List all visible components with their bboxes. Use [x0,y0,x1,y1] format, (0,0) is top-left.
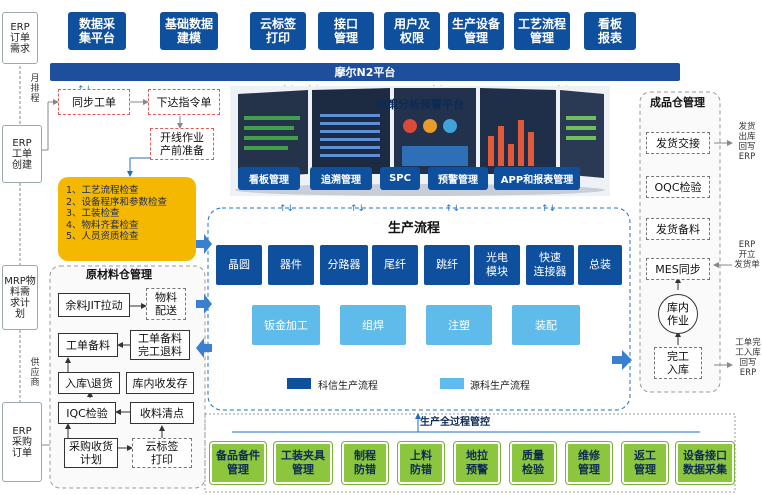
sync-work-order[interactable]: 同步工单 [58,89,130,115]
in-stock-transactions[interactable]: 库内收发存 [126,372,194,394]
app-report-button[interactable]: APP和报表管理 [494,167,580,190]
finished-warehouse-title: 成品仓管理 [650,96,705,109]
full-process-control-label: 生产全过程管控 [420,417,490,428]
process-splitter[interactable]: 分路器 [320,245,368,285]
erp-work-order-create: ERP 工单 创建 [2,125,42,183]
top-module-cloud-label[interactable]: 云标签 打印 [250,12,306,50]
jit-pull[interactable]: 余料JIT拉动 [58,293,130,317]
pre-production-prep[interactable]: 开线作业 产前准备 [150,128,214,160]
checklist-item: 1、工艺流程检查 [66,185,139,196]
finished-inbound[interactable]: 完工 入库 [654,347,702,379]
mes-sync[interactable]: MES同步 [646,258,710,280]
purchase-receipt-plan[interactable]: 采购收货 计划 [64,438,118,468]
process-pigtail[interactable]: 尾纤 [372,245,418,285]
svg-text:↑↓: ↑↓ [279,204,294,214]
equipment-data-collection[interactable]: 设备接口 数据采集 [676,442,734,484]
erp-order-demand: ERP 订单 需求 [2,12,38,64]
decision-platform-title: 决策分析预警平台 [376,98,464,111]
top-module-interface[interactable]: 接口 管理 [318,12,374,50]
top-module-process-flow[interactable]: 工艺流程 管理 [514,12,570,50]
process-welding[interactable]: 组焊 [340,305,406,345]
inbound-return[interactable]: 入库\退货 [58,372,120,394]
loading-error-proofing[interactable]: 上料 防错 [398,442,444,484]
iqc-inspection[interactable]: IQC检验 [58,402,116,424]
erp-purchase-order: ERP 采购 订单 [2,402,42,482]
shipment-handover[interactable]: 发货交接 [646,132,710,154]
in-warehouse-operation[interactable]: 库内 作业 [658,294,698,334]
svg-text:↑↓: ↑↓ [541,204,556,214]
process-assembly[interactable]: 总装 [578,245,622,285]
material-delivery[interactable]: 物料 配送 [146,288,186,320]
checklist-item: 2、设备程序和参数检查 [66,196,168,208]
platform-bar: 摩尔N2平台 [50,63,680,81]
process-fast-connector[interactable]: 快速 连接器 [526,245,574,285]
checklist-item: 4、物料齐套检查 [66,219,139,231]
svg-text:↑↓: ↑↓ [350,204,365,214]
spare-parts-management[interactable]: 备品备件 管理 [210,442,266,484]
legend-dark-swatch [287,378,311,389]
process-error-proofing[interactable]: 制程 防错 [342,442,388,484]
checklist-item: 3、工装检查 [66,208,120,219]
process-assembling[interactable]: 装配 [512,305,580,345]
erp-ship-order: ERP 开立 发货单 [734,240,760,270]
oqc-inspection[interactable]: OQC检验 [646,176,710,198]
process-device[interactable]: 器件 [268,245,314,285]
board-management-button[interactable]: 看板管理 [238,167,300,190]
work-order-return[interactable]: 工单备料 完工退料 [130,330,190,360]
top-module-equipment[interactable]: 生产设备 管理 [448,12,504,50]
process-wafer[interactable]: 晶圆 [216,245,262,285]
process-injection[interactable]: 注塑 [426,305,492,345]
cloud-label-print[interactable]: 云标签 打印 [132,438,192,468]
shipment-prep[interactable]: 发货备料 [646,218,710,240]
alert-management-button[interactable]: 预警管理 [428,167,488,190]
ship-writeback-erp: 发货 出库 回写 ERP [738,122,756,162]
top-module-board-report[interactable]: 看板 报表 [584,12,636,50]
issue-instruction[interactable]: 下达指令单 [148,89,220,115]
rework-management[interactable]: 返工 管理 [622,442,668,484]
work-order-material[interactable]: 工单备料 [58,333,118,357]
maintenance-management[interactable]: 维修 管理 [566,442,612,484]
legend-light-swatch [440,378,464,389]
top-module-user-permission[interactable]: 用户及 权限 [384,12,440,50]
receiving-count[interactable]: 收料清点 [130,402,194,424]
finish-writeback-erp: 工单完 工入库 回写 ERP [735,338,761,378]
legend-dark-label: 科信生产流程 [318,381,378,392]
quality-inspection[interactable]: 质量 检验 [510,442,556,484]
process-patch-cord[interactable]: 跳纤 [424,245,470,285]
pre-production-checklist: 1、工艺流程检查 2、设备程序和参数检查 3、工装检查 4、物料齐套检查 5、人… [58,177,196,261]
process-optical-module[interactable]: 光电 模块 [474,245,520,285]
trace-management-button[interactable]: 追溯管理 [310,167,372,190]
svg-text:↑↓: ↑↓ [445,204,460,214]
production-flow-title: 生产流程 [388,221,441,236]
tooling-management[interactable]: 工装夹具 管理 [274,442,332,484]
process-sheet-metal[interactable]: 钣金加工 [252,305,320,345]
legend-light-label: 源科生产流程 [470,381,530,392]
mrp-plan: MRP物 料需 求计 划 [2,265,38,330]
supplier-label: 供 应 商 [30,358,40,388]
top-module-data-collection[interactable]: 数据采 集平台 [68,12,126,50]
spc-button[interactable]: SPC [380,167,420,190]
top-module-base-data[interactable]: 基础数据 建模 [160,12,218,50]
monthly-schedule-label: 月 排 程 [30,74,40,104]
raw-warehouse-title: 原材料仓管理 [86,268,152,281]
checklist-item: 5、人员资质检查 [66,231,139,242]
andon-alert[interactable]: 地拉 预警 [454,442,500,484]
